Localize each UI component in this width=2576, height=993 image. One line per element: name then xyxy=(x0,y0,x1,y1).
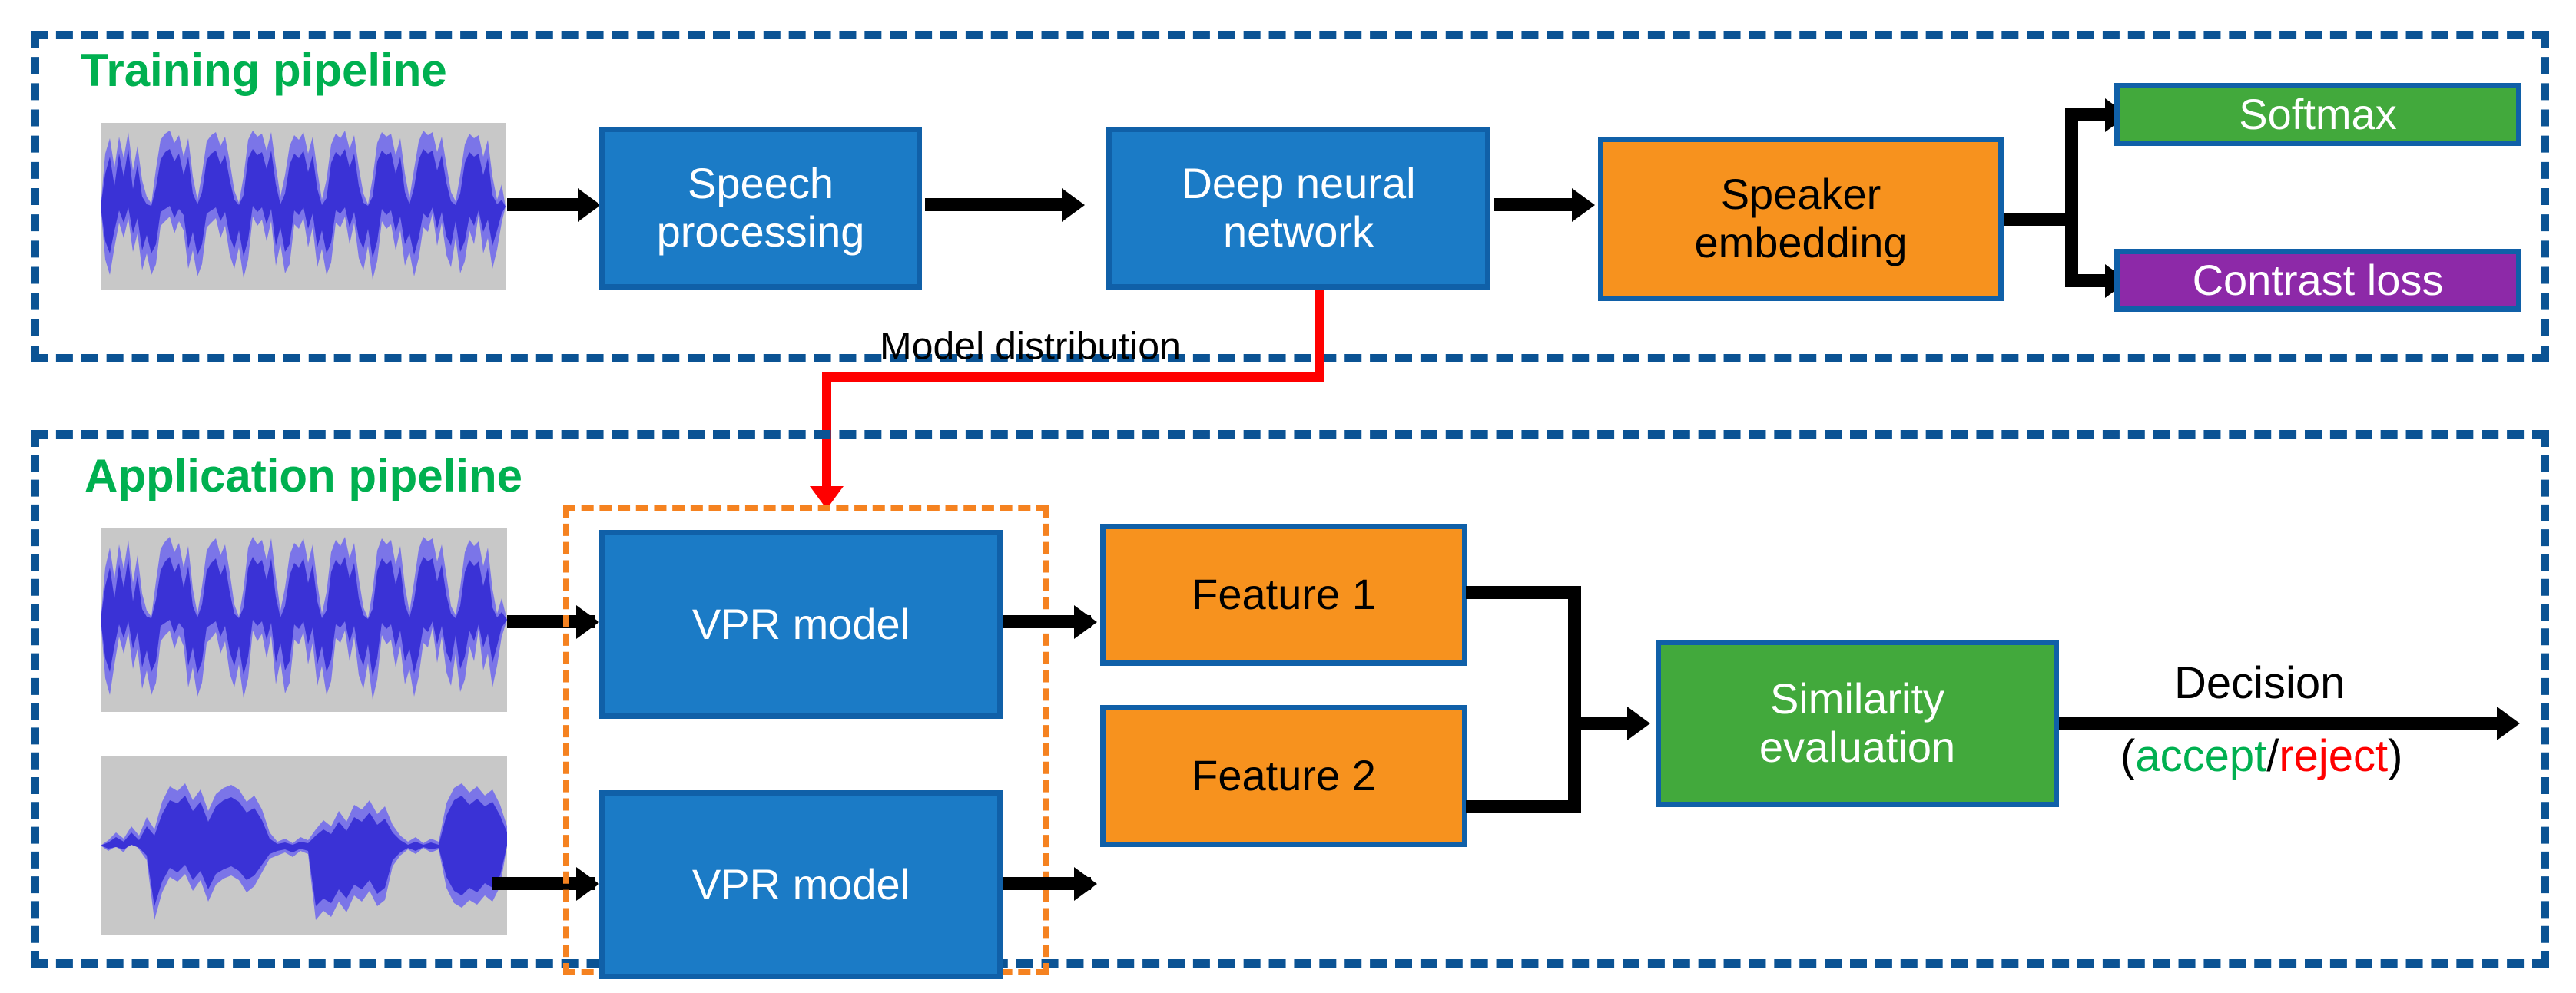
enrollment-audio-waveform xyxy=(101,528,507,712)
connector-vpr2-to-feature2 xyxy=(1003,877,1091,890)
application-pipeline-frame xyxy=(31,430,2549,968)
decision-close-paren: ) xyxy=(2388,731,2403,781)
training-audio-waveform xyxy=(101,123,506,290)
application-pipeline-title: Application pipeline xyxy=(85,450,523,501)
node-feature-1[interactable]: Feature 1 xyxy=(1100,524,1467,666)
training-pipeline-title: Training pipeline xyxy=(81,45,447,96)
node-similarity-evaluation[interactable]: Similarity evaluation xyxy=(1656,640,2059,807)
arrowhead-speaker-embedding xyxy=(1572,188,1595,222)
arrowhead-vpr-model-2 xyxy=(576,867,599,901)
node-vpr-model-2[interactable]: VPR model xyxy=(599,790,1003,979)
waveform-graphic xyxy=(101,783,507,920)
node-contrast-loss[interactable]: Contrast loss xyxy=(2114,249,2521,312)
connector-model-distribution-horizontal xyxy=(822,372,1324,382)
connector-embedding-to-softmax xyxy=(2065,108,2111,121)
connector-dnn-to-embedding xyxy=(1494,198,1573,211)
decision-accept: accept xyxy=(2135,731,2267,781)
test-audio-waveform xyxy=(101,756,507,935)
connector-test-to-vpr2 xyxy=(492,877,595,890)
label-decision: Decision xyxy=(2174,660,2345,707)
connector-feature2-out xyxy=(1466,800,1581,813)
connector-model-distribution-riser xyxy=(1315,290,1324,382)
decision-text: Decision xyxy=(2174,658,2346,708)
label-model-distribution: Model distribution xyxy=(880,324,1181,368)
connector-feature1-out xyxy=(1466,586,1581,599)
decision-reject: reject xyxy=(2279,731,2389,781)
connector-feature-merge-vertical xyxy=(1568,586,1581,813)
training-pipeline-frame xyxy=(31,31,2549,362)
connector-enrollment-to-vpr1 xyxy=(507,615,595,628)
node-vpr-model-1[interactable]: VPR model xyxy=(599,530,1003,719)
arrowhead-deep-neural-network xyxy=(1062,188,1085,222)
arrowhead-similarity-evaluation xyxy=(1627,707,1650,740)
node-feature-2[interactable]: Feature 2 xyxy=(1100,705,1467,847)
node-softmax[interactable]: Softmax xyxy=(2114,83,2521,146)
arrowhead-decision xyxy=(2497,707,2520,740)
arrowhead-feature-1 xyxy=(1074,605,1097,639)
arrowhead-feature-2 xyxy=(1074,867,1097,901)
waveform-graphic xyxy=(101,537,507,700)
decision-slash: / xyxy=(2266,731,2279,781)
connector-embedding-trunk xyxy=(2004,213,2077,226)
node-deep-neural-network[interactable]: Deep neural network xyxy=(1106,127,1490,290)
arrowhead-speech-processing xyxy=(578,188,601,222)
label-decision-outcomes: (accept/reject) xyxy=(2120,733,2403,780)
connector-vpr1-to-feature1 xyxy=(1003,615,1091,628)
decision-open-paren: ( xyxy=(2120,731,2136,781)
connector-waveform-to-speech xyxy=(507,198,580,211)
connector-embedding-riser xyxy=(2065,108,2078,287)
connector-embedding-to-contrast-loss xyxy=(2065,274,2111,287)
connector-decision xyxy=(2059,717,2503,730)
arrowhead-vpr-model-1 xyxy=(576,605,599,639)
node-speaker-embedding[interactable]: Speaker embedding xyxy=(1598,137,2004,301)
connector-speech-to-dnn xyxy=(925,198,1063,211)
waveform-graphic xyxy=(101,131,506,280)
node-speech-processing[interactable]: Speech processing xyxy=(599,127,922,290)
connector-merge-to-similarity xyxy=(1568,717,1631,730)
